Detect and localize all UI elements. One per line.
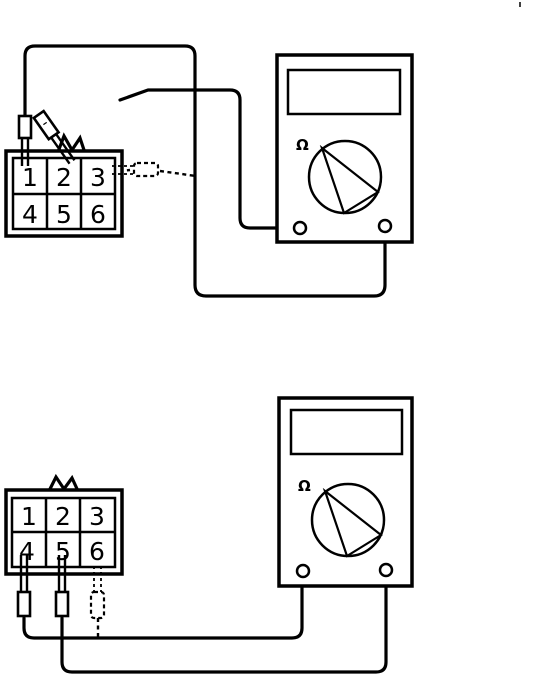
optional-probe-icon <box>89 566 106 620</box>
optional-probe-icon <box>112 161 160 178</box>
meter-jack-ohm <box>378 562 394 578</box>
pin-label-5: 5 <box>55 537 71 566</box>
pin-label-2: 2 <box>55 502 71 531</box>
pin5-lead-wire <box>60 574 388 674</box>
dial-pointer <box>319 144 380 215</box>
pin-label-4: 4 <box>19 537 35 566</box>
probe-icon <box>16 555 32 618</box>
meter-dial <box>310 482 386 558</box>
probe-icon <box>54 555 70 618</box>
meter-display <box>289 408 404 456</box>
pin-label-1: 1 <box>22 163 38 192</box>
meter-jack-com <box>292 220 308 236</box>
connector: 1 2 3 4 5 6 <box>4 132 124 238</box>
ohm-symbol: Ω <box>296 136 309 154</box>
probe-icon <box>17 114 33 166</box>
top-diagram: 1 2 3 4 5 6 Ω <box>4 44 414 298</box>
pin-label-1: 1 <box>21 502 37 531</box>
pin-label-6: 6 <box>90 200 106 229</box>
dial-pointer <box>322 487 383 558</box>
pin-label-4: 4 <box>22 200 38 229</box>
pin-label-3: 3 <box>89 502 105 531</box>
connector: 1 2 3 4 5 6 <box>4 473 124 576</box>
pin2-lead-wire <box>118 88 298 230</box>
pin-label-2: 2 <box>56 163 72 192</box>
meter-jack-com <box>295 563 311 579</box>
pin-label-5: 5 <box>56 200 72 229</box>
pin4-lead-wire <box>22 576 304 640</box>
meter-dial <box>307 139 383 215</box>
pin1-lead-wire <box>23 44 387 298</box>
pin-label-6: 6 <box>89 537 105 566</box>
ohm-symbol: Ω <box>298 477 311 495</box>
probe-icon <box>32 109 76 165</box>
multimeter: Ω <box>275 53 414 244</box>
bottom-diagram: 1 2 3 4 5 6 Ω <box>4 396 414 674</box>
pin-label-3: 3 <box>90 163 106 192</box>
meter-jack-ohm <box>377 218 393 234</box>
multimeter: Ω <box>277 396 414 588</box>
meter-display <box>286 68 402 116</box>
